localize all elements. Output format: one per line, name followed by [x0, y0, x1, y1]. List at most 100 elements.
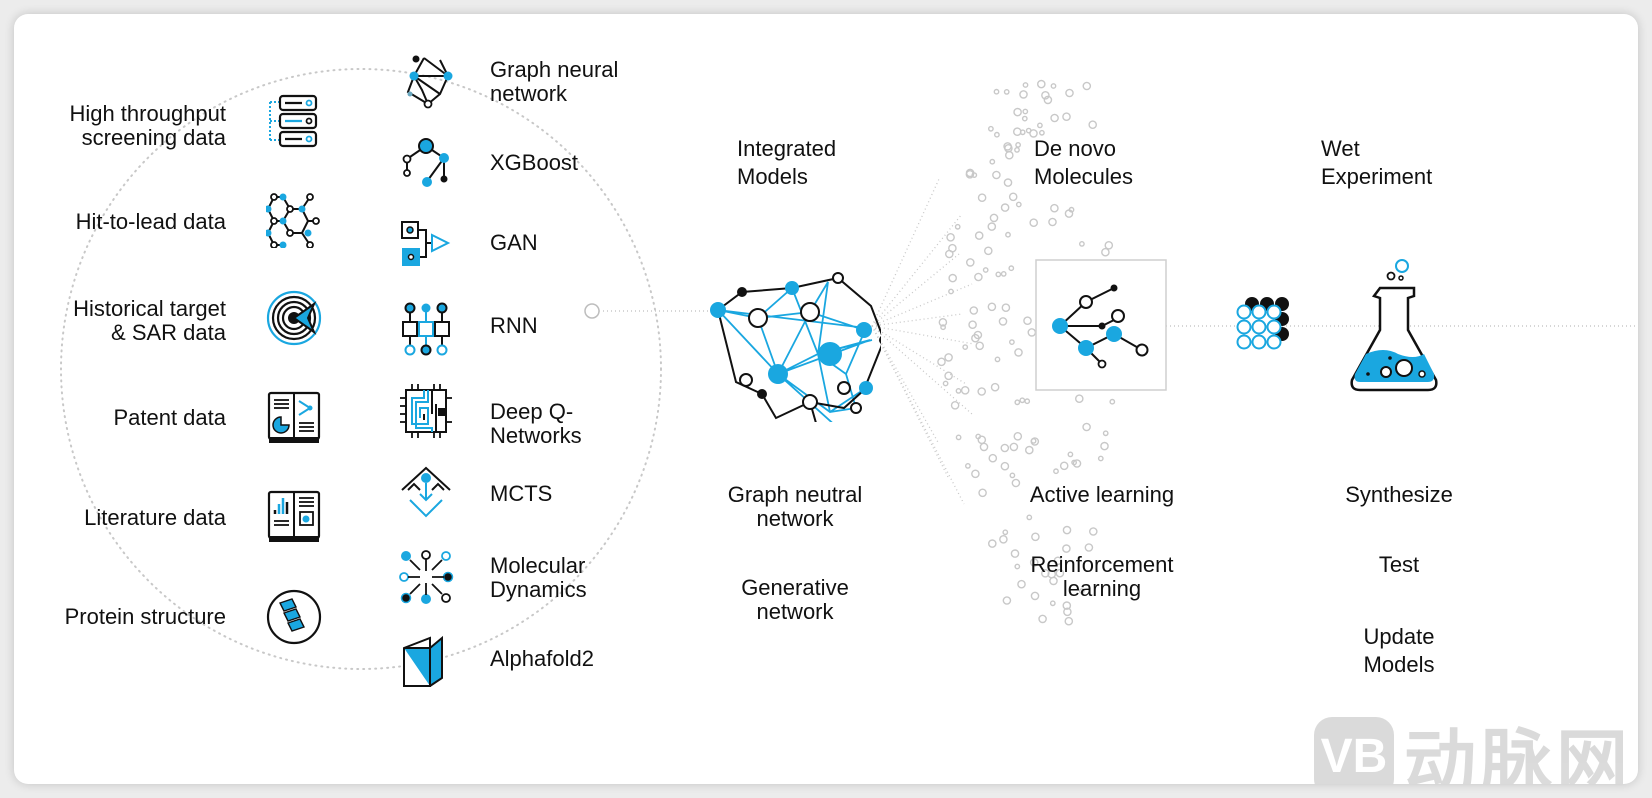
candidate-dot — [969, 306, 979, 315]
candidate-dot — [989, 213, 999, 223]
fan-line — [871, 325, 975, 345]
candidate-dot — [1037, 122, 1043, 129]
candidate-dot — [1011, 478, 1021, 488]
candidate-dot — [1039, 129, 1045, 136]
molecule-tree-icon — [1052, 284, 1149, 369]
candidate-dot — [1062, 112, 1071, 121]
target-icon — [266, 290, 322, 346]
candidate-dot — [1025, 445, 1034, 455]
watermark-logo: VB — [1314, 716, 1394, 784]
candidate-dot — [1049, 600, 1056, 607]
protein-helix-icon — [266, 589, 322, 645]
denovo-title: De novo Molecules — [1034, 136, 1134, 189]
data-source-label: Literature data — [84, 505, 226, 530]
candidate-dot — [1023, 316, 1032, 326]
candidate-dot — [1013, 431, 1023, 441]
candidate-dot — [1050, 83, 1057, 89]
candidate-dot — [955, 387, 962, 394]
candidate-molecule-dots — [937, 79, 1116, 626]
candidate-dot — [1048, 217, 1057, 227]
fan-line — [871, 178, 940, 327]
candidate-dot — [1088, 120, 1097, 129]
candidate-dot — [1008, 192, 1018, 202]
candidate-dot — [1029, 129, 1038, 138]
candidate-dot — [988, 453, 998, 463]
candidate-dot — [1019, 90, 1028, 99]
candidate-dot — [992, 170, 1001, 180]
candidate-dot — [1084, 543, 1094, 552]
gan-icon — [401, 221, 451, 266]
model-label: GAN — [490, 230, 538, 255]
integrated-models-title: Integrated Models — [737, 136, 837, 189]
fan-line — [871, 325, 965, 505]
watermark-text: 动脉网 — [1404, 724, 1633, 784]
candidate-dot — [1009, 442, 1019, 452]
candidate-dot — [1010, 549, 1020, 558]
candidate-dot — [962, 344, 969, 350]
fan-lines — [871, 178, 975, 505]
candidate-dot — [1101, 247, 1110, 257]
candidate-dot — [1053, 556, 1063, 566]
candidate-dot — [1019, 129, 1026, 136]
model-label: RNN — [490, 313, 538, 338]
tree-search-icon — [401, 466, 451, 518]
candidate-dot — [1064, 209, 1074, 218]
candidate-dot — [988, 539, 997, 548]
connector-node — [584, 303, 600, 319]
candidate-dot — [1022, 82, 1029, 88]
candidate-dot — [1097, 455, 1104, 462]
candidate-dot — [975, 341, 985, 351]
candidate-dot — [1062, 544, 1071, 553]
candidate-dot — [990, 382, 1000, 392]
candidate-dot — [1024, 398, 1031, 405]
candidate-dot — [994, 356, 1001, 363]
candidate-dot — [944, 353, 953, 362]
candidate-dot — [984, 246, 993, 256]
wet-item: Update Models — [1363, 624, 1435, 677]
candidate-dot — [1082, 422, 1091, 432]
candidate-dot — [1055, 568, 1065, 578]
candidate-dot — [1021, 115, 1028, 122]
candidate-dot — [1026, 514, 1033, 521]
integrated-item: Generative network — [741, 575, 849, 624]
candidate-dot — [1063, 607, 1072, 617]
candidate-dot — [1100, 441, 1109, 451]
model-label: Deep Q- Networks — [490, 399, 582, 448]
watermark: VB 动脉网 — [1314, 704, 1632, 784]
fan-line — [871, 283, 973, 327]
candidate-dot — [999, 535, 1008, 544]
open-book-pie-chart-icon — [267, 391, 321, 443]
candidate-dot — [1015, 141, 1021, 148]
candidate-dot — [950, 400, 960, 410]
candidate-dot — [971, 469, 980, 479]
fan-line — [871, 325, 940, 445]
candidate-dot — [940, 324, 946, 331]
maze-chip-icon — [400, 384, 452, 438]
candidate-dot — [1027, 328, 1037, 337]
molecule-hexagon-icon — [266, 193, 320, 248]
neural-brain-icon — [710, 272, 881, 422]
data-source-label: Hit-to-lead data — [75, 209, 226, 234]
fan-line — [871, 313, 963, 327]
candidate-dot — [1019, 397, 1026, 404]
fan-line — [871, 253, 960, 327]
candidate-dot — [945, 249, 954, 259]
candidate-dot — [1022, 108, 1029, 115]
server-rack-icon — [269, 94, 318, 148]
diagram-card: High throughput screening data Hit-to-le… — [14, 14, 1638, 784]
candidate-dot — [1049, 576, 1058, 586]
fan-line — [871, 213, 963, 327]
candidate-dot — [1002, 596, 1012, 605]
candidate-dot — [1031, 532, 1040, 542]
fan-line — [871, 325, 967, 385]
molecular-dynamics-icon — [399, 550, 454, 604]
data-source-label: Historical target & SAR data — [73, 296, 226, 345]
fan-line — [871, 325, 950, 480]
open-book-bar-chart-icon — [267, 490, 321, 542]
candidate-dot — [977, 193, 987, 202]
candidate-dot — [1013, 127, 1022, 136]
candidate-dot — [1041, 569, 1050, 578]
candidate-dot — [1037, 79, 1046, 89]
candidate-dot — [1041, 91, 1050, 100]
candidate-dot — [979, 442, 989, 452]
